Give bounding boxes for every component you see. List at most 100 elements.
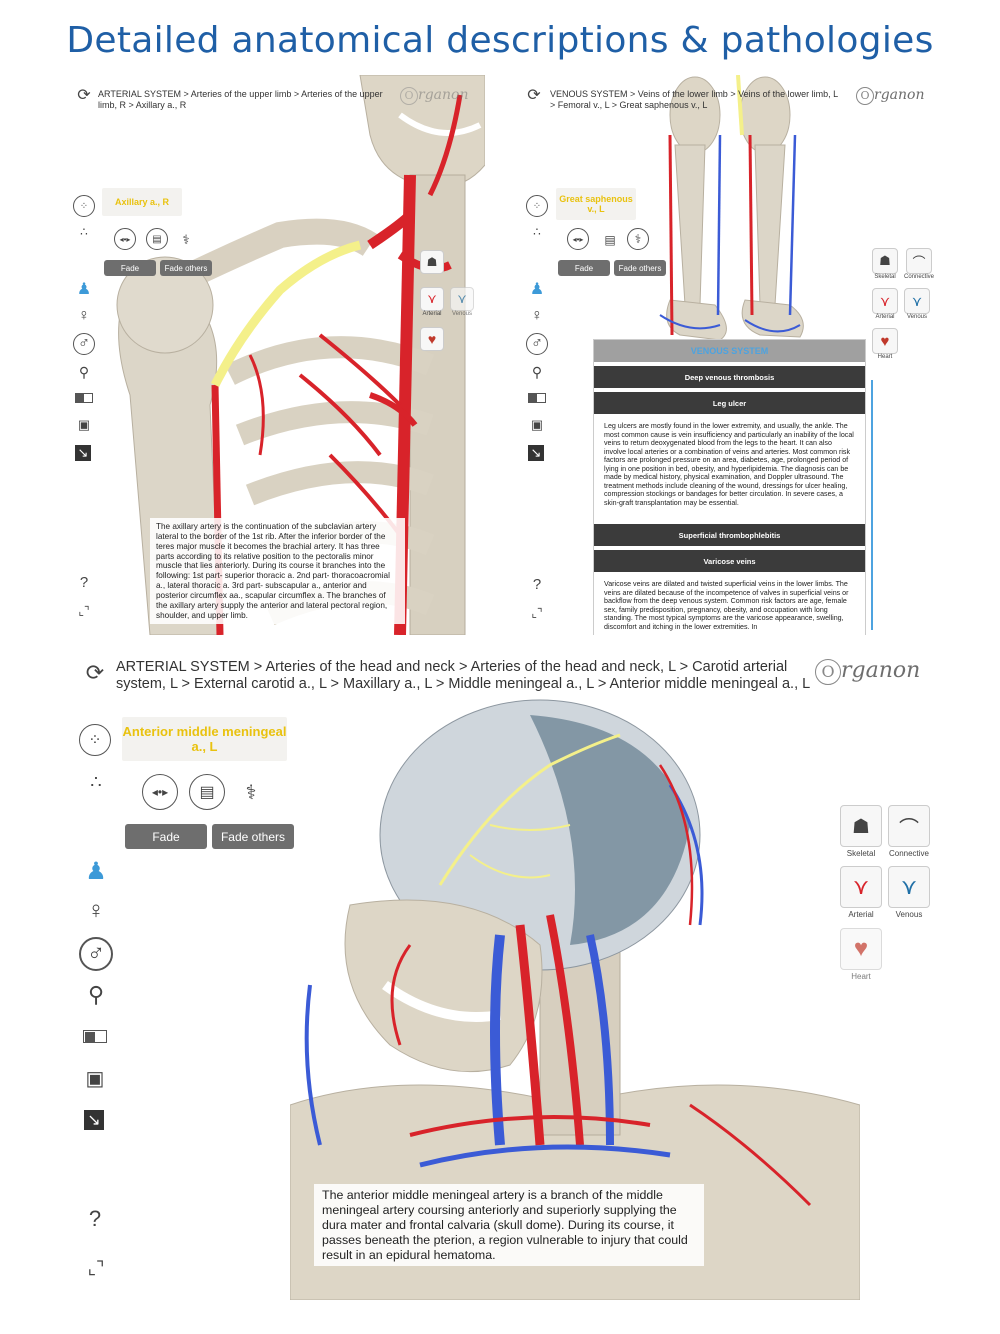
system-heart[interactable]: ♥ Heart xyxy=(872,328,898,360)
search-icon[interactable]: ⚲ xyxy=(531,363,543,380)
dots-icon[interactable]: ∴ xyxy=(90,771,102,792)
system-venous[interactable]: ⋎ Venous xyxy=(450,287,474,317)
arterial-icon: ⋎ xyxy=(872,288,898,314)
export-icon[interactable]: ↘ xyxy=(84,1110,104,1130)
toggle-icon[interactable] xyxy=(83,1030,107,1043)
logo-text: rganon xyxy=(418,87,469,103)
breadcrumb[interactable]: VENOUS SYSTEM > Veins of the lower limb … xyxy=(550,89,838,110)
dots-icon[interactable]: ∴ xyxy=(80,225,88,239)
export-icon[interactable]: ↘ xyxy=(528,445,544,461)
system-venous-label: Venous xyxy=(451,311,473,317)
system-arterial[interactable]: ⋎ Arterial xyxy=(420,287,444,317)
fade-button[interactable]: Fade xyxy=(125,824,207,849)
logo-mark: O xyxy=(815,659,841,685)
help-icon[interactable]: ? xyxy=(79,573,89,591)
panel-axillary-artery: ⟳ ARTERIAL SYSTEM > Arteries of the uppe… xyxy=(70,75,485,635)
system-venous[interactable]: ⋎ Venous xyxy=(904,288,930,320)
system-skeletal[interactable]: ☗ Skeletal xyxy=(872,248,898,280)
breadcrumb[interactable]: ARTERIAL SYSTEM > Arteries of the upper … xyxy=(98,89,383,110)
structure-description: The axillary artery is the continuation … xyxy=(150,518,405,625)
document-button[interactable]: ▤ xyxy=(189,774,225,810)
heart-icon: ♥ xyxy=(872,328,898,354)
logo-text: rganon xyxy=(874,87,925,103)
system-label: Connective xyxy=(888,849,930,858)
fade-others-button[interactable]: Fade others xyxy=(160,260,212,276)
skeletal-icon: ☗ xyxy=(872,248,898,274)
male-icon[interactable]: ♂ xyxy=(79,937,113,971)
system-skeletal[interactable]: ☗ Skeletal xyxy=(840,805,882,858)
search-icon[interactable]: ⚲ xyxy=(78,363,90,380)
export-icon[interactable]: ↘ xyxy=(75,445,91,461)
pathology-varicose-veins[interactable]: Varicose veins xyxy=(594,550,865,572)
document-button[interactable]: ▤ xyxy=(146,228,168,250)
selected-structure-label: Great saphenous v., L xyxy=(556,188,636,220)
layers-icon[interactable]: ⁘ xyxy=(79,724,111,756)
view-toggle-button[interactable]: ◂•▸ xyxy=(114,228,136,250)
venous-icon: ⋎ xyxy=(888,866,930,908)
system-label: Arterial xyxy=(875,314,895,320)
fade-button[interactable]: Fade xyxy=(558,260,610,276)
refresh-icon[interactable]: ⟳ xyxy=(85,660,105,685)
system-arterial[interactable]: ⋎ Arterial xyxy=(872,288,898,320)
dots-icon[interactable]: ∴ xyxy=(533,225,541,239)
system-connective[interactable]: ⌒ Connective xyxy=(888,805,930,858)
pathology-scrollbar[interactable] xyxy=(871,380,873,630)
stethoscope-button[interactable]: ⚕ xyxy=(627,228,649,250)
venous-icon: ⋎ xyxy=(450,287,474,311)
body-icon[interactable]: ♟ xyxy=(85,857,107,885)
body-icon[interactable]: ♟ xyxy=(529,281,545,298)
page-heading: Detailed anatomical descriptions & patho… xyxy=(66,20,934,61)
refresh-icon[interactable]: ⟳ xyxy=(77,87,91,104)
help-icon[interactable]: ? xyxy=(532,575,542,593)
layers-icon[interactable]: ⁘ xyxy=(526,195,548,217)
system-label: Arterial xyxy=(848,910,874,919)
female-icon[interactable]: ♀ xyxy=(78,307,90,324)
system-skeletal[interactable]: ☗ xyxy=(420,250,444,274)
male-icon[interactable]: ♂ xyxy=(73,333,95,355)
camera-icon[interactable]: ▣ xyxy=(85,1067,105,1090)
stethoscope-icon[interactable]: ⚕ xyxy=(245,781,257,804)
pathology-panel-title: VENOUS SYSTEM xyxy=(594,340,865,362)
fullscreen-icon[interactable]: ⌞⌝ xyxy=(78,604,90,618)
arterial-icon: ⋎ xyxy=(420,287,444,311)
male-icon[interactable]: ♂ xyxy=(526,333,548,355)
system-venous[interactable]: ⋎ Venous xyxy=(888,866,930,919)
layers-icon[interactable]: ⁘ xyxy=(73,195,95,217)
breadcrumb[interactable]: ARTERIAL SYSTEM > Arteries of the head a… xyxy=(116,659,811,693)
camera-icon[interactable]: ▣ xyxy=(530,417,544,432)
view-toggle-button[interactable]: ◂•▸ xyxy=(142,774,178,810)
body-icon[interactable]: ♟ xyxy=(76,281,92,298)
female-icon[interactable]: ♀ xyxy=(87,897,105,924)
fade-others-button[interactable]: Fade others xyxy=(614,260,666,276)
pathology-superficial-thrombophlebitis[interactable]: Superficial thrombophlebitis xyxy=(594,524,865,546)
fade-button[interactable]: Fade xyxy=(104,260,156,276)
document-button[interactable]: ▤ xyxy=(604,233,616,247)
system-connective[interactable]: ⌒ Connective xyxy=(904,248,934,280)
skeletal-icon: ☗ xyxy=(840,805,882,847)
toggle-icon[interactable] xyxy=(75,393,93,403)
refresh-icon[interactable]: ⟳ xyxy=(527,87,541,104)
heart-icon: ♥ xyxy=(420,327,444,351)
logo-mark: O xyxy=(400,87,418,105)
fullscreen-icon[interactable]: ⌞⌝ xyxy=(531,606,543,620)
system-label: Heart xyxy=(851,972,871,981)
stethoscope-icon[interactable]: ⚕ xyxy=(182,232,190,247)
camera-icon[interactable]: ▣ xyxy=(77,417,91,432)
anatomy-viewport[interactable] xyxy=(70,75,485,635)
system-heart[interactable]: ♥ Heart xyxy=(840,928,882,981)
view-toggle-button[interactable]: ◂•▸ xyxy=(567,228,589,250)
search-icon[interactable]: ⚲ xyxy=(87,982,105,1007)
toggle-icon[interactable] xyxy=(528,393,546,403)
female-icon[interactable]: ♀ xyxy=(531,307,543,324)
pathology-leg-ulcer[interactable]: Leg ulcer xyxy=(594,392,865,414)
fullscreen-icon[interactable]: ⌞⌝ xyxy=(87,1257,105,1278)
fade-others-button[interactable]: Fade others xyxy=(212,824,294,849)
logo-text: rganon xyxy=(841,658,921,683)
panel-great-saphenous-vein: ⟳ VENOUS SYSTEM > Veins of the lower lim… xyxy=(520,75,935,635)
pathology-deep-venous-thrombosis[interactable]: Deep venous thrombosis xyxy=(594,366,865,388)
arterial-icon: ⋎ xyxy=(840,866,882,908)
help-icon[interactable]: ? xyxy=(88,1206,102,1231)
system-heart[interactable]: ♥ xyxy=(420,327,444,351)
system-arterial[interactable]: ⋎ Arterial xyxy=(840,866,882,919)
